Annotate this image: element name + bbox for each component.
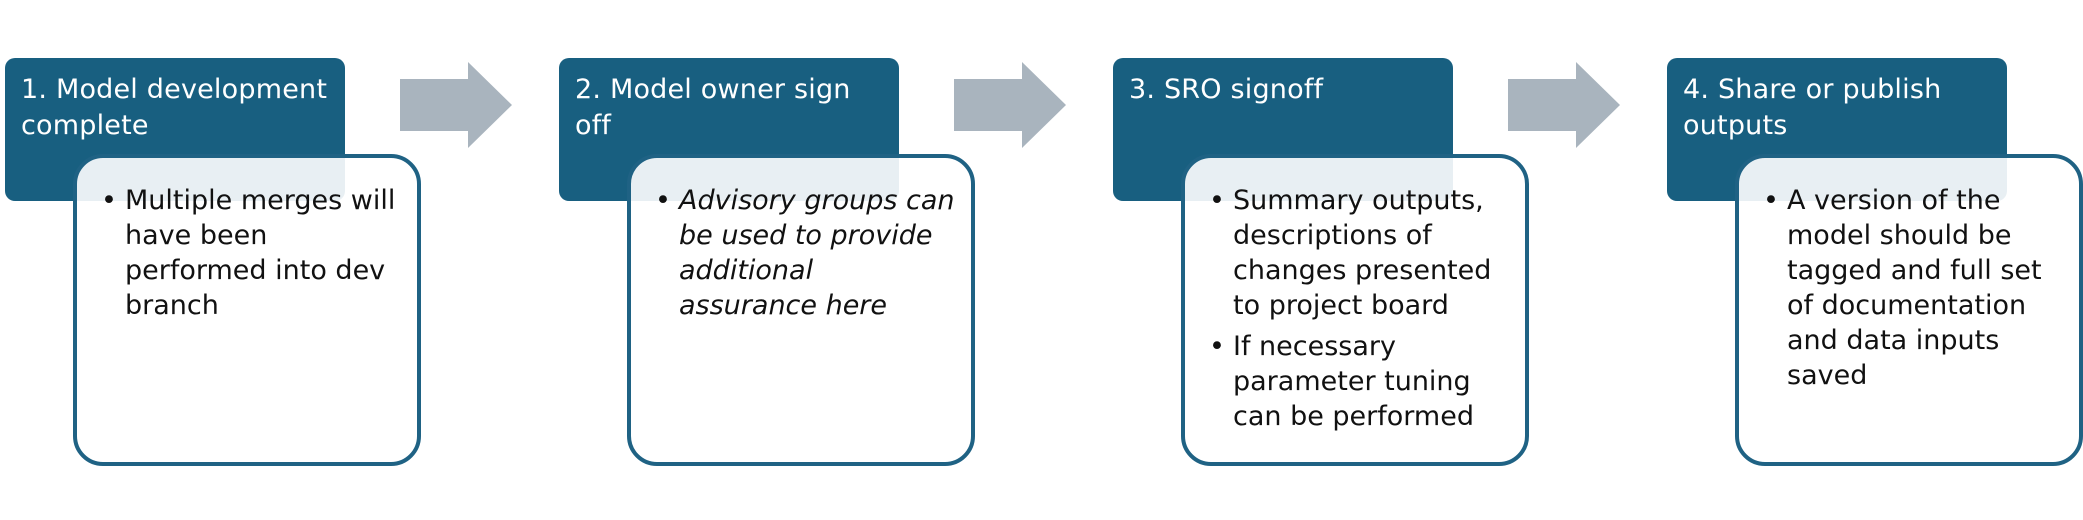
step-2-card: Advisory groups can be used to provide a… (627, 154, 975, 466)
step-3-bullet-1: Summary outputs, descriptions of changes… (1209, 183, 1511, 323)
step-4-card: A version of the model should be tagged … (1735, 154, 2083, 466)
step-3-bullets: Summary outputs, descriptions of changes… (1209, 183, 1511, 434)
step-4-bullet-1: A version of the model should be tagged … (1763, 183, 2065, 393)
step-4-bullets: A version of the model should be tagged … (1763, 183, 2065, 393)
step-2-bullet-1: Advisory groups can be used to provide a… (655, 183, 957, 323)
step-1-card: Multiple merges will have been performed… (73, 154, 421, 466)
step-1-bullets: Multiple merges will have been performed… (101, 183, 403, 323)
step-3-card: Summary outputs, descriptions of changes… (1181, 154, 1529, 466)
right-arrow-icon (1508, 62, 1620, 148)
step-4-title: 4. Share or publish outputs (1683, 74, 1942, 141)
step-2: 2. Model owner sign off Advisory groups … (559, 58, 979, 468)
step-2-bullets: Advisory groups can be used to provide a… (655, 183, 957, 323)
step-1-bullet-1: Multiple merges will have been performed… (101, 183, 403, 323)
step-3-bullet-2: If necessary parameter tuning can be per… (1209, 329, 1511, 434)
step-1: 1. Model development complete Multiple m… (5, 58, 425, 468)
right-arrow-icon (954, 62, 1066, 148)
step-2-title: 2. Model owner sign off (575, 74, 851, 141)
step-3-header: 3. SRO signoff (1113, 58, 1453, 201)
step-3: 3. SRO signoff Summary outputs, descript… (1113, 58, 1533, 468)
step-3-title: 3. SRO signoff (1129, 74, 1324, 105)
step-1-title: 1. Model development complete (21, 74, 328, 141)
right-arrow-icon (400, 62, 512, 148)
step-4: 4. Share or publish outputs A version of… (1667, 58, 2083, 468)
